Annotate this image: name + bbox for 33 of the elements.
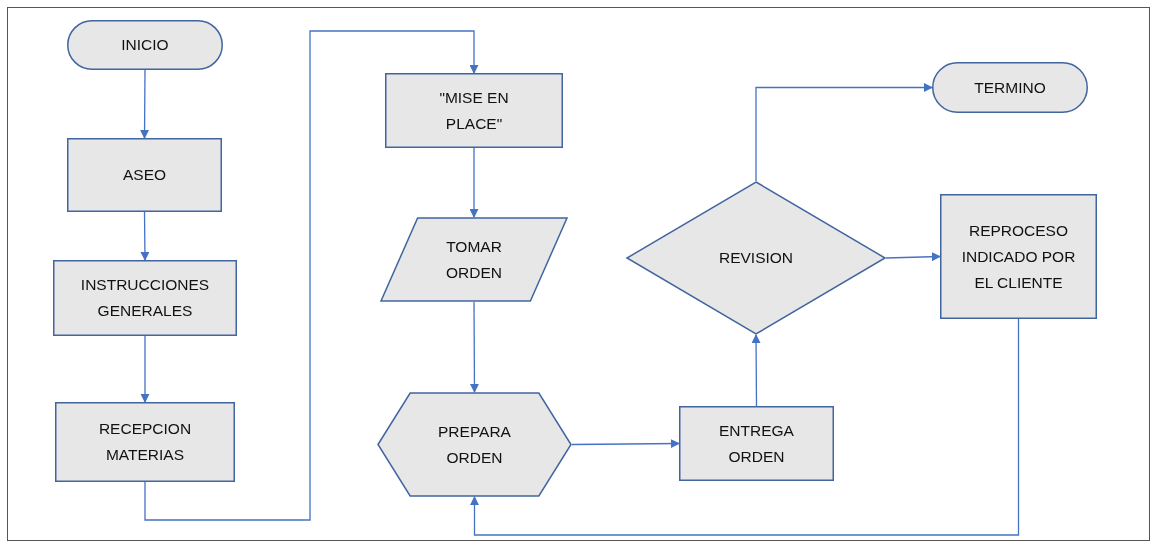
arrow xyxy=(469,301,479,393)
process-box xyxy=(55,402,235,482)
input-parallelogram xyxy=(380,217,568,302)
node-label: REPROCESO INDICADO POR EL CLIENTE xyxy=(960,220,1077,293)
process-box xyxy=(679,406,834,481)
node-label: TOMAR ORDEN xyxy=(445,236,503,283)
arrow xyxy=(140,335,150,403)
arrow xyxy=(469,147,479,218)
node-label: "MISE EN PLACE" xyxy=(438,87,510,134)
node-label: INSTRUCCIONES GENERALES xyxy=(79,275,211,321)
node-label: ASEO xyxy=(121,165,168,185)
node-label: TERMINO xyxy=(973,77,1047,98)
terminator-pill xyxy=(932,62,1088,113)
arrow xyxy=(140,211,150,261)
process-box xyxy=(385,73,563,148)
arrow xyxy=(470,318,1020,536)
process-box xyxy=(67,138,222,212)
process-box xyxy=(53,260,237,336)
node-label: REVISION xyxy=(717,248,795,268)
terminator-pill xyxy=(67,20,223,70)
decision-diamond xyxy=(626,181,886,335)
arrow xyxy=(571,439,680,449)
arrow xyxy=(144,30,479,521)
process-box xyxy=(940,194,1097,319)
arrow xyxy=(751,334,761,407)
preparation-hexagon xyxy=(377,392,572,497)
arrow xyxy=(140,69,150,139)
node-label: INICIO xyxy=(120,35,170,55)
node-label: ENTREGA ORDEN xyxy=(718,420,795,467)
node-label: RECEPCION MATERIAS xyxy=(97,419,193,465)
arrow xyxy=(755,83,933,182)
node-label: PREPARA ORDEN xyxy=(437,421,512,468)
arrow xyxy=(885,252,941,262)
